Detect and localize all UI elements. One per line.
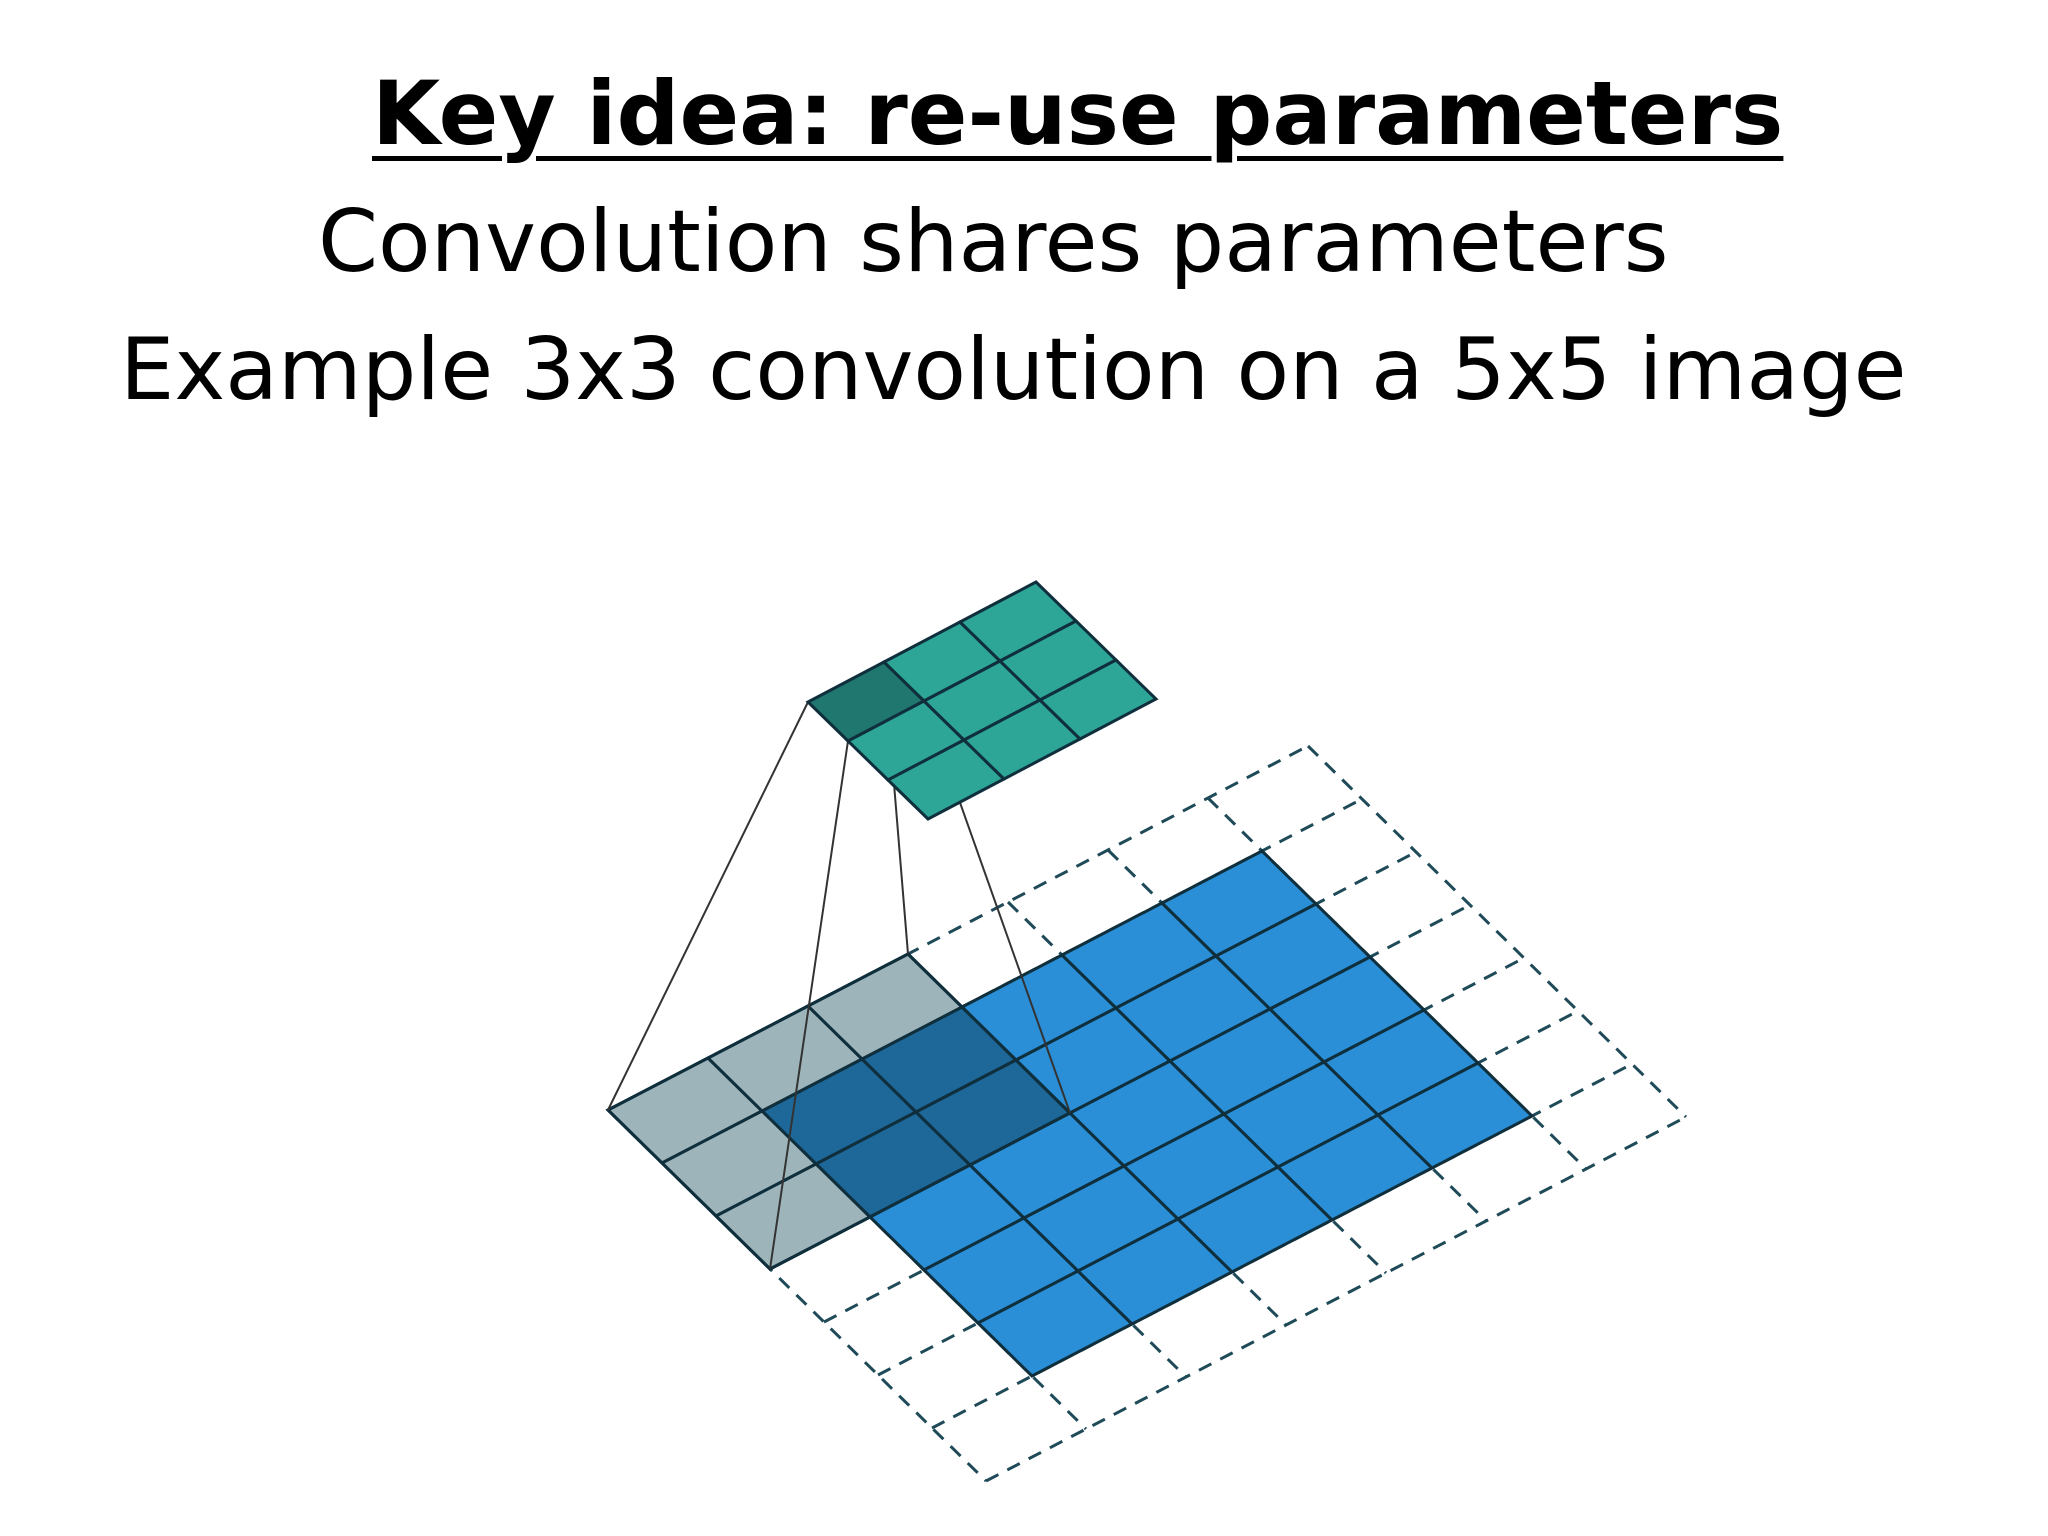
padding-grid-line — [1306, 744, 1688, 1119]
output-grid — [805, 580, 1159, 821]
output-cell — [1037, 658, 1159, 741]
padding-grid-line — [985, 1115, 1687, 1483]
projection-line — [607, 701, 809, 1111]
projection-line — [769, 740, 849, 1270]
example-line: Example 3x3 convolution on a 5x5 image — [120, 320, 1907, 420]
subtitle-line: Convolution shares parameters — [318, 192, 1669, 292]
slide-title: Key idea: re-use parameters — [372, 62, 1784, 165]
input-cell — [1375, 1061, 1535, 1170]
padding-grid-line — [606, 1108, 988, 1483]
kernel-window — [605, 952, 1073, 1271]
input-grid — [759, 849, 1535, 1378]
